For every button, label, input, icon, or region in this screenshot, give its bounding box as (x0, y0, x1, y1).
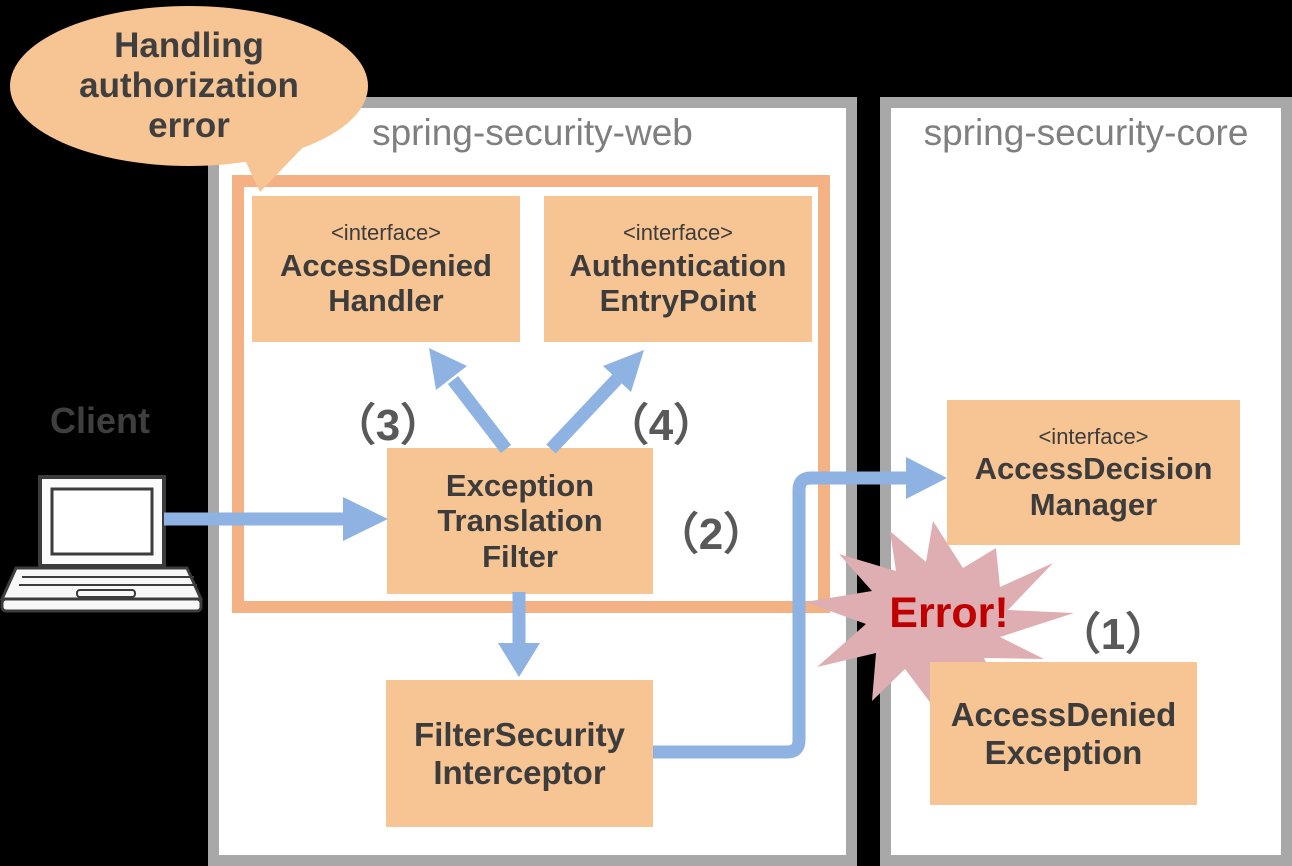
callout-text: Handling authorization error (49, 26, 329, 146)
step-label-3: （3） (331, 401, 445, 450)
component-authentication-entry-point: <interface> Authentication EntryPoint (544, 196, 812, 342)
component-name-line: Handler (328, 283, 444, 319)
stereotype-label: <interface> (622, 220, 734, 246)
stereotype-label: <interface> (330, 220, 442, 246)
step-label-1: （1） (1056, 610, 1170, 659)
component-name-line: FilterSecurity (414, 715, 625, 753)
component-name-line: Authentication (569, 247, 787, 283)
component-name-line: EntryPoint (599, 283, 757, 319)
component-name-line: Translation (437, 503, 603, 539)
component-name-line: Exception (984, 733, 1143, 771)
module-title-core: spring-security-core (923, 112, 1249, 153)
step-label-4: （4） (604, 401, 718, 450)
component-exception-translation-filter: Exception Translation Filter (387, 448, 653, 594)
step-label-2: （2） (654, 510, 768, 559)
stereotype-label: <interface> (1038, 423, 1149, 449)
component-access-denied-handler: <interface> AccessDenied Handler (252, 196, 520, 342)
callout-text-line: Handling (114, 26, 264, 65)
module-title-web: spring-security-web (372, 112, 693, 153)
component-name-line: AccessDecision (974, 451, 1213, 487)
component-name-line: Exception (445, 468, 595, 503)
laptop-icon (0, 475, 204, 613)
callout-text-line: authorization (79, 66, 299, 105)
component-name-line: Filter (482, 538, 558, 574)
component-filter-security-interceptor: FilterSecurity Interceptor (386, 680, 653, 827)
error-burst-label: Error! (889, 589, 1009, 637)
component-name-line: AccessDenied (950, 695, 1177, 733)
client-label: Client (49, 400, 150, 441)
component-name-line: Interceptor (433, 753, 606, 791)
component-access-denied-exception: AccessDenied Exception (930, 662, 1197, 805)
component-name-line: AccessDenied (280, 247, 492, 283)
callout-text-line: error (148, 106, 230, 145)
component-name-line: Manager (1029, 486, 1158, 522)
component-access-decision-manager: <interface> AccessDecision Manager (947, 400, 1240, 545)
